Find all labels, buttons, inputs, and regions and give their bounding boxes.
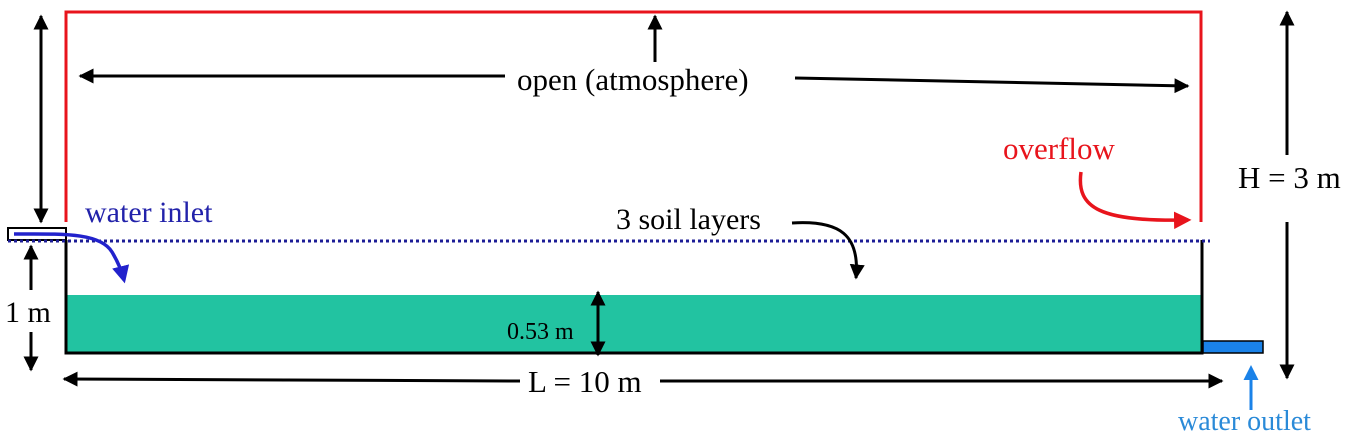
tank-walls [64, 240, 1204, 355]
soil-thickness-label: 0.53 m [507, 319, 574, 345]
water-inlet-label: water inlet [85, 196, 213, 229]
length-arrow-left [62, 371, 521, 387]
outlet-pipe [1202, 340, 1264, 354]
open-atmosphere-label: open (atmosphere) [517, 62, 749, 97]
height-label: H = 3 m [1238, 160, 1341, 195]
soil-region [66, 295, 1202, 353]
open-boundary [64, 10, 1203, 222]
overflow-arrow [1078, 171, 1192, 230]
open-arrow-right [794, 76, 1190, 94]
overflow-label: overflow [1003, 131, 1115, 166]
water-outlet-label: water outlet [1178, 406, 1311, 437]
soil-layers-arrow [791, 221, 865, 280]
inlet-flow-arrow [13, 232, 130, 284]
inlet-height-label: 1 m [5, 296, 51, 329]
length-label: L = 10 m [528, 364, 642, 399]
soil-layers-label: 3 soil layers [616, 203, 761, 236]
